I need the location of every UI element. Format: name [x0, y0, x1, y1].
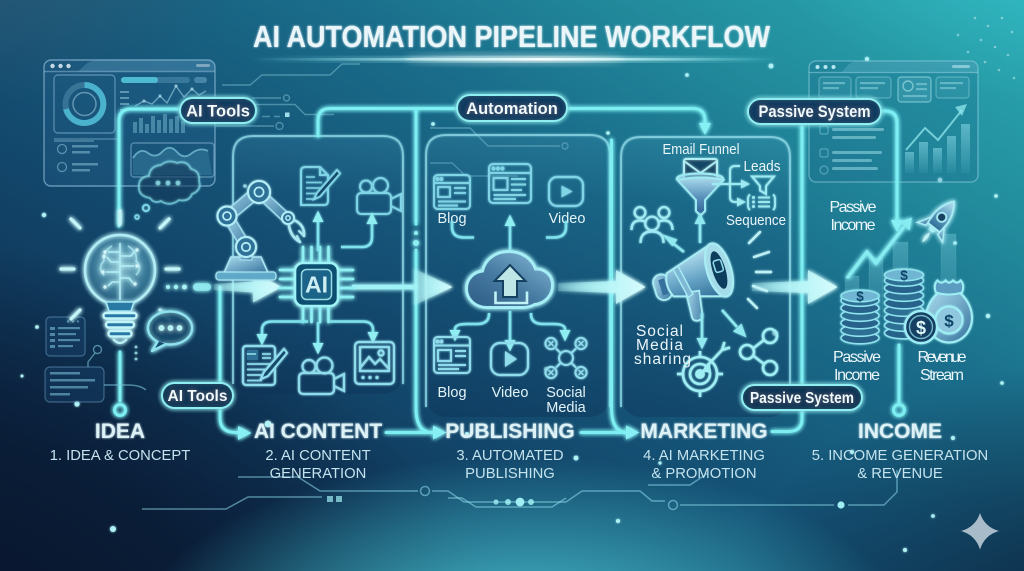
svg-text:Leads: Leads — [744, 158, 781, 175]
svg-text:AI Tools: AI Tools — [168, 388, 228, 405]
svg-text:Blog: Blog — [437, 385, 466, 401]
svg-text:Video: Video — [549, 211, 586, 227]
svg-text:$: $ — [916, 318, 926, 338]
svg-text:2. AI CONTENT: 2. AI CONTENT — [265, 448, 370, 464]
svg-text:MARKETING: MARKETING — [640, 420, 767, 443]
svg-text:$: $ — [856, 289, 864, 304]
svg-text:Passive System: Passive System — [750, 390, 854, 407]
svg-text:Social: Social — [636, 323, 683, 340]
svg-text:GENERATION: GENERATION — [270, 466, 367, 482]
svg-text:Blog: Blog — [437, 211, 466, 227]
svg-text:3. AUTOMATED: 3. AUTOMATED — [456, 448, 563, 464]
svg-text:Automation: Automation — [466, 100, 558, 118]
svg-text:& REVENUE: & REVENUE — [857, 466, 943, 482]
svg-text:sharing: sharing — [634, 351, 691, 368]
svg-text:Income: Income — [831, 217, 876, 234]
svg-text:$: $ — [900, 268, 908, 283]
svg-text:AI: AI — [305, 272, 328, 298]
svg-text:AI CONTENT: AI CONTENT — [254, 420, 383, 443]
svg-text:Email Funnel: Email Funnel — [663, 142, 740, 158]
svg-text:1. IDEA & CONCEPT: 1. IDEA & CONCEPT — [50, 448, 191, 464]
svg-text:Passive System: Passive System — [759, 103, 871, 121]
svg-text:INCOME: INCOME — [858, 420, 942, 443]
svg-text:Sequence: Sequence — [726, 212, 786, 229]
svg-text:Revenue: Revenue — [918, 349, 967, 366]
svg-text:Passive: Passive — [830, 199, 877, 216]
svg-text:IDEA: IDEA — [95, 420, 145, 443]
svg-text:AI AUTOMATION PIPELINE WORKFLO: AI AUTOMATION PIPELINE WORKFLOW — [253, 20, 770, 54]
svg-text:PUBLISHING: PUBLISHING — [465, 466, 555, 482]
svg-text:$: $ — [944, 312, 954, 331]
svg-text:& PROMOTION: & PROMOTION — [651, 466, 756, 482]
svg-text:5. INCOME GENERATION: 5. INCOME GENERATION — [812, 448, 989, 464]
svg-text:Income: Income — [834, 367, 880, 384]
svg-text:4. AI MARKETING: 4. AI MARKETING — [643, 448, 765, 464]
svg-text:Passive: Passive — [833, 349, 881, 366]
svg-text:PUBLISHING: PUBLISHING — [445, 420, 575, 443]
svg-text:AI Tools: AI Tools — [186, 103, 250, 121]
svg-text:Stream: Stream — [920, 367, 964, 384]
svg-text:Media: Media — [546, 400, 586, 416]
svg-text:Social: Social — [546, 385, 586, 401]
svg-text:Video: Video — [492, 385, 529, 401]
svg-text:Media: Media — [636, 337, 683, 354]
